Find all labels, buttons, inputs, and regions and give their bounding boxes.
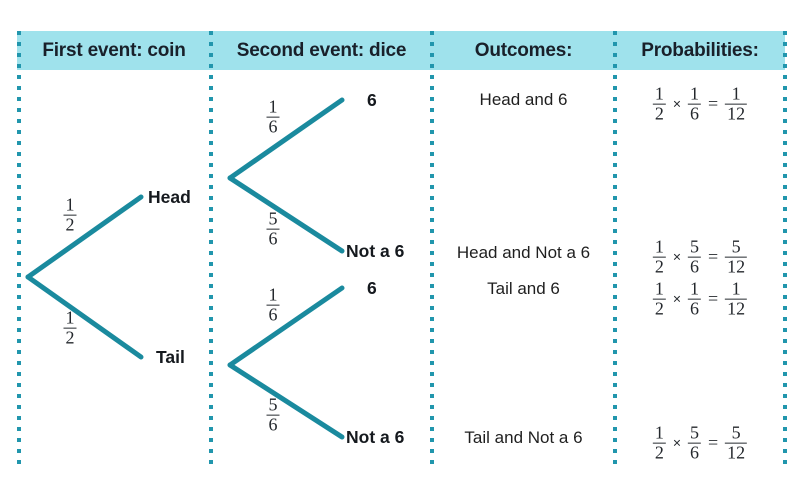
column-divider-right [783,31,787,471]
fraction-denominator: 12 [725,104,748,124]
outcome-tail-six: Tail and 6 [487,279,560,298]
column-header-second-event: Second event: dice [211,31,432,70]
branch-probability-head: 1 2 [63,194,78,235]
probability-expression-tail-six: 1 2 × 1 6 = 1 12 [652,278,748,319]
probability-expression-head-not-six: 1 2 × 5 6 = 5 12 [652,236,748,277]
outcome-head-not-six: Head and Not a 6 [456,243,591,262]
column-header-probabilities: Probabilities: [615,31,785,70]
branch-line-head [25,194,144,280]
equals-symbol: = [708,246,719,267]
column-header-outcomes-label: Outcomes: [474,39,573,61]
fraction-numerator: 1 [731,278,741,299]
fraction-numerator: 1 [731,83,741,104]
fraction-numerator: 1 [654,236,664,257]
fraction-denominator: 2 [63,215,77,235]
branch-line-tail [25,274,144,360]
fraction-numerator: 1 [654,422,664,443]
fraction-denominator: 2 [652,104,666,124]
fraction-numerator: 1 [690,278,700,299]
multiply-symbol: × [672,249,682,265]
column-divider-1 [209,31,213,471]
fraction-denominator: 6 [688,257,702,277]
branch-probability-head-six: 1 6 [266,96,281,137]
header-band [17,31,785,70]
fraction-denominator: 12 [725,443,748,463]
fraction-denominator: 6 [266,305,280,325]
multiply-symbol: × [672,291,682,307]
fraction-numerator: 1 [268,284,278,305]
equals-symbol: = [708,432,719,453]
probability-expression-tail-not-six: 1 2 × 5 6 = 5 12 [652,422,748,463]
outcome-head-six: Head and 6 [479,90,568,109]
branch-line-head-not-six [227,175,345,254]
fraction-denominator: 12 [725,257,748,277]
node-label-tail-six: 6 [367,278,377,298]
branch-line-tail-not-six [227,362,345,440]
column-divider-2 [430,31,434,471]
fraction-numerator: 1 [65,307,75,328]
fraction-numerator: 5 [690,422,700,443]
fraction-denominator: 12 [725,299,748,319]
node-label-tail: Tail [156,347,185,367]
fraction-denominator: 6 [688,443,702,463]
equals-symbol: = [708,93,719,114]
column-header-second-event-label: Second event: dice [236,39,407,61]
branch-line-tail-six [227,285,345,368]
node-label-head: Head [148,187,191,207]
node-label-tail-not-six: Not a 6 [346,427,405,447]
column-header-probabilities-label: Probabilities: [641,39,759,61]
multiply-symbol: × [672,435,682,451]
fraction-numerator: 5 [690,236,700,257]
fraction-numerator: 5 [731,422,741,443]
fraction-denominator: 6 [688,299,702,319]
fraction-denominator: 2 [652,443,666,463]
fraction-numerator: 1 [654,278,664,299]
fraction-denominator: 6 [266,415,280,435]
branch-probability-tail-not-six: 5 6 [266,394,281,435]
fraction-numerator: 5 [268,208,278,229]
column-header-first-event-label: First event: coin [42,39,186,61]
outcome-tail-not-six: Tail and Not a 6 [464,428,583,447]
node-label-head-six: 6 [367,90,377,110]
fraction-denominator: 6 [688,104,702,124]
fraction-numerator: 5 [268,394,278,415]
fraction-numerator: 1 [690,83,700,104]
column-header-first-event: First event: coin [17,31,211,70]
branch-probability-tail-six: 1 6 [266,284,281,325]
branch-line-head-six [227,97,345,181]
multiply-symbol: × [672,96,682,112]
equals-symbol: = [708,288,719,309]
fraction-denominator: 2 [652,257,666,277]
column-header-outcomes: Outcomes: [432,31,615,70]
branch-probability-tail: 1 2 [63,307,78,348]
branch-probability-head-not-six: 5 6 [266,208,281,249]
fraction-denominator: 6 [266,229,280,249]
fraction-numerator: 1 [65,194,75,215]
fraction-denominator: 2 [652,299,666,319]
node-label-head-not-six: Not a 6 [346,241,405,261]
fraction-numerator: 1 [268,96,278,117]
probability-expression-head-six: 1 2 × 1 6 = 1 12 [652,83,748,124]
fraction-numerator: 1 [654,83,664,104]
column-divider-3 [613,31,617,471]
fraction-numerator: 5 [731,236,741,257]
fraction-denominator: 2 [63,328,77,348]
column-divider-left [17,31,21,471]
fraction-denominator: 6 [266,117,280,137]
